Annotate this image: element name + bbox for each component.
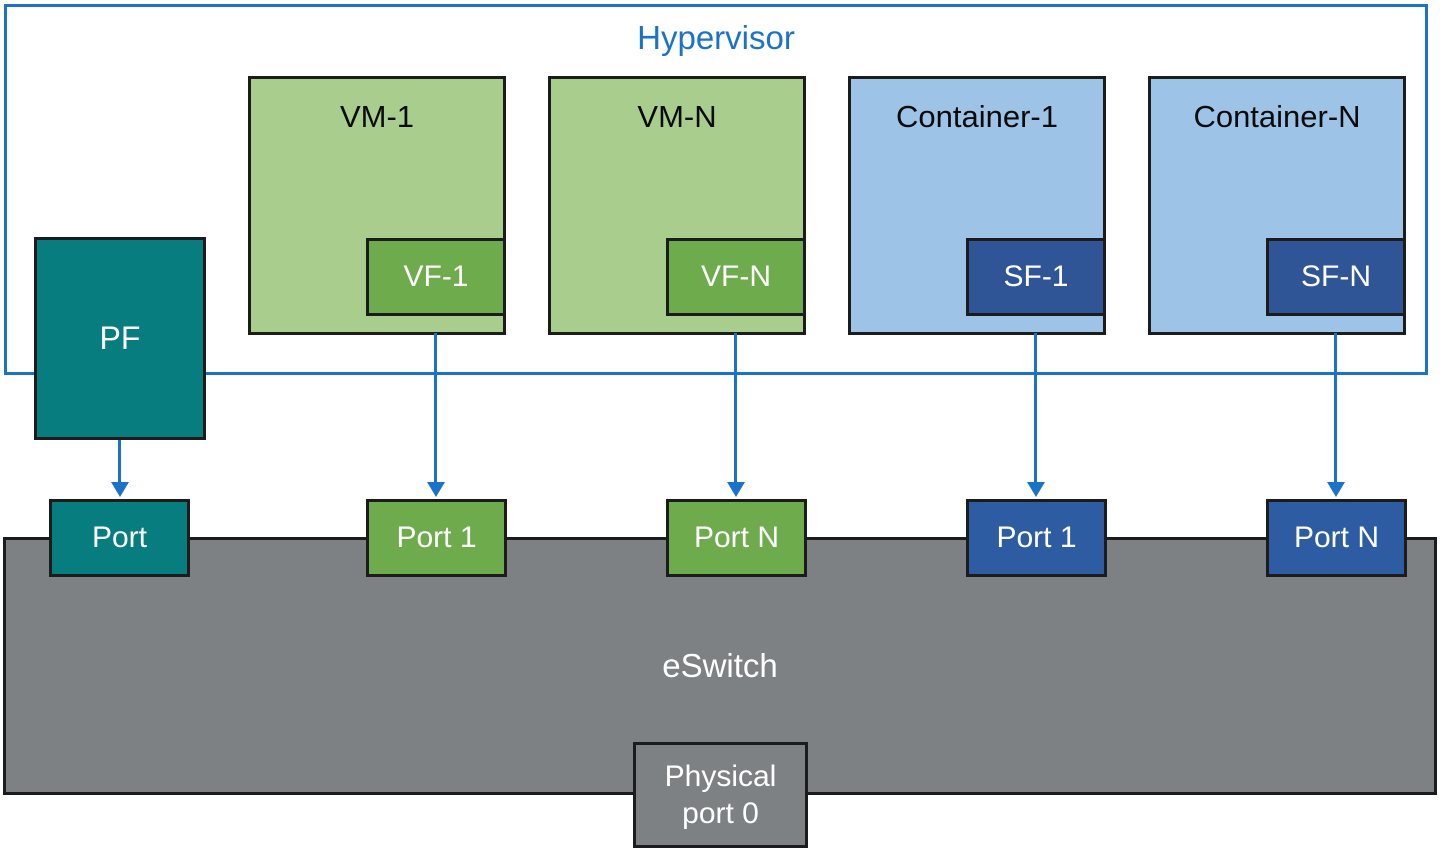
hypervisor-title: Hypervisor — [637, 19, 795, 56]
vm-n-label: VM-N — [637, 99, 717, 134]
sf-port-n-box: Port N — [1266, 499, 1407, 577]
pf-port-box: Port — [49, 499, 190, 577]
sf-port-1-label: Port 1 — [996, 521, 1077, 554]
sf-port-1-box: Port 1 — [966, 499, 1107, 577]
container-1-label: Container-1 — [896, 99, 1058, 134]
pf-label: PF — [99, 320, 141, 356]
sf-n-label: SF-N — [1301, 260, 1371, 293]
vf-port-n-label: Port N — [693, 521, 780, 554]
sf-port-n-label: Port N — [1293, 521, 1380, 554]
vf-n-connector-line — [734, 333, 737, 483]
eswitch-label: eSwitch — [662, 647, 778, 684]
vm-1-label: VM-1 — [339, 99, 415, 134]
vf-port-1-box: Port 1 — [366, 499, 507, 577]
vf-1-arrowhead-icon — [427, 482, 445, 497]
container-n-label: Container-N — [1193, 99, 1361, 134]
sf-n-arrowhead-icon — [1327, 482, 1345, 497]
hypervisor-box: Hypervisor — [4, 4, 1428, 375]
pf-connector-line — [118, 440, 121, 483]
vf-n-arrowhead-icon — [727, 482, 745, 497]
sf-n-box: SF-N — [1266, 238, 1406, 316]
pf-box: PF — [34, 237, 206, 440]
sf-1-arrowhead-icon — [1027, 482, 1045, 497]
physical-port-label-line2: port 0 — [682, 797, 759, 830]
sf-1-connector-line — [1034, 333, 1037, 483]
physical-port-label-line1: Physical — [664, 759, 777, 793]
vf-n-box: VF-N — [666, 238, 806, 316]
sf-1-box: SF-1 — [966, 238, 1106, 316]
physical-port-0-box: Physical port 0 — [633, 742, 808, 848]
vf-1-connector-line — [434, 333, 437, 483]
sf-n-connector-line — [1334, 333, 1337, 483]
vf-1-box: VF-1 — [366, 238, 506, 316]
pf-port-label: Port — [91, 521, 148, 554]
vf-port-n-box: Port N — [666, 499, 807, 577]
vf-port-1-label: Port 1 — [396, 521, 477, 554]
sf-1-label: SF-1 — [1003, 260, 1069, 293]
vf-1-label: VF-1 — [403, 260, 469, 293]
vf-n-label: VF-N — [701, 260, 771, 293]
pf-arrowhead-icon — [111, 482, 129, 497]
